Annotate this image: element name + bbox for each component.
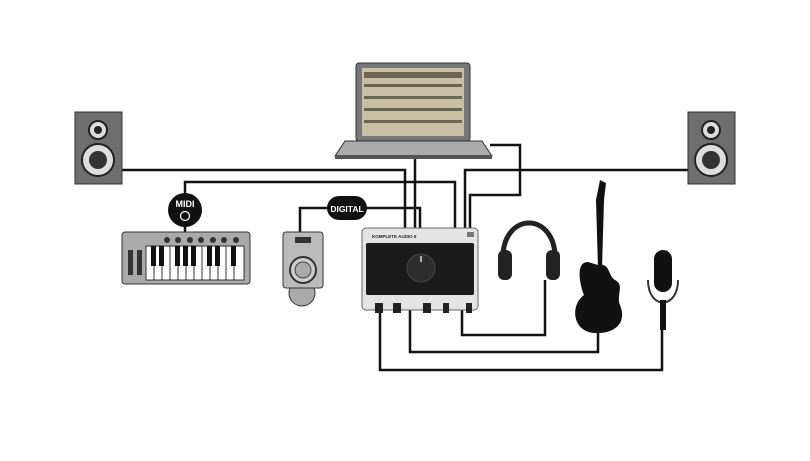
cable-laptop-usb <box>468 143 522 230</box>
headphones <box>498 220 560 280</box>
digital-badge: DIGITAL <box>327 196 367 220</box>
cd-player <box>282 231 324 307</box>
microphone <box>647 250 679 330</box>
midi-connector-icon <box>179 210 191 222</box>
midi-badge: MIDI <box>168 193 202 227</box>
midi-label: MIDI <box>176 199 195 209</box>
audio-interface: KOMPLETE AUDIO 6 <box>361 227 479 313</box>
electric-guitar <box>575 180 623 334</box>
midi-keyboard <box>121 231 251 285</box>
cable-mic <box>378 310 664 372</box>
interface-label: KOMPLETE AUDIO 6 <box>372 234 417 239</box>
digital-label: DIGITAL <box>330 204 363 214</box>
cable-headphones <box>460 280 547 337</box>
laptop <box>334 62 493 159</box>
speaker-left <box>74 111 123 185</box>
cable-speaker-left <box>122 168 407 230</box>
cable-guitar <box>408 310 600 354</box>
cable-speaker-right <box>463 168 688 230</box>
speaker-right <box>687 111 736 185</box>
